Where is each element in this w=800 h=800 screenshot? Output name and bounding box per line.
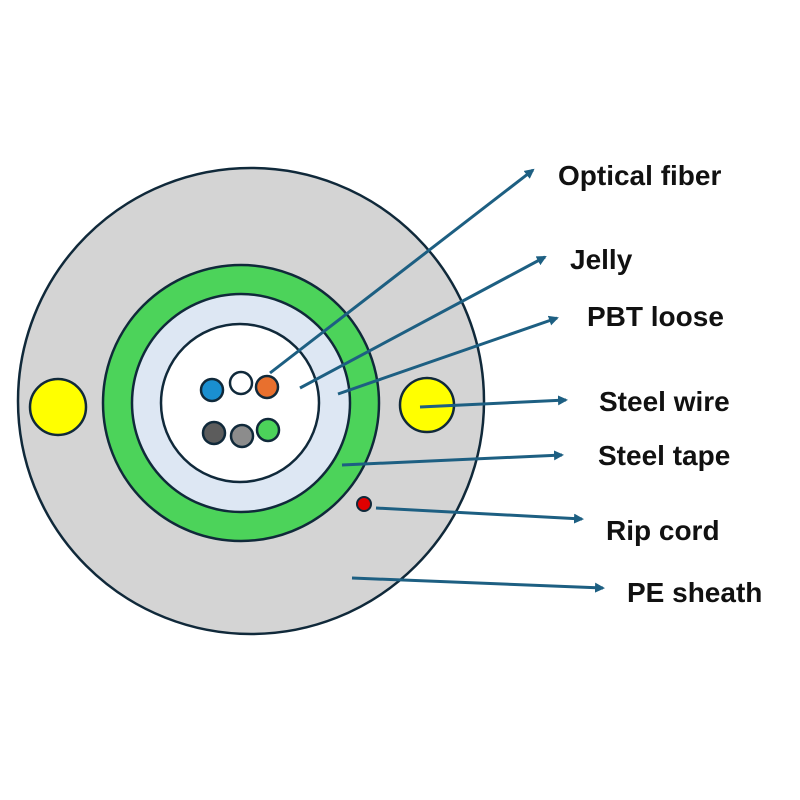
label-pbt-loose: PBT loose — [587, 301, 724, 332]
leader-steel-wire — [419, 395, 568, 409]
steel-wire-left — [28, 377, 88, 437]
optical-fiber-core — [254, 374, 280, 400]
optical-fiber-core — [229, 423, 255, 449]
optical-fiber-core — [201, 420, 227, 446]
jelly-filling — [159, 322, 321, 484]
label-pe-sheath: PE sheath — [627, 577, 762, 608]
rip-cord — [356, 496, 372, 512]
label-rip-cord: Rip cord — [606, 515, 720, 546]
optical-fiber-core — [199, 377, 225, 403]
optical-fiber-core — [228, 370, 254, 396]
label-steel-wire: Steel wire — [599, 386, 730, 417]
label-steel-tape: Steel tape — [598, 440, 730, 471]
leader-pbt-loose — [337, 315, 559, 396]
leader-steel-tape — [341, 450, 564, 467]
label-jelly: Jelly — [570, 244, 633, 275]
leader-lines — [269, 168, 605, 593]
leader-pe-sheath — [351, 576, 605, 593]
leader-optical-fiber — [269, 168, 535, 375]
label-optical-fiber: Optical fiber — [558, 160, 721, 191]
optical-fibers — [199, 370, 281, 449]
leader-rip-cord — [375, 506, 584, 524]
optical-fiber-core — [255, 417, 281, 443]
leader-jelly — [299, 255, 547, 390]
